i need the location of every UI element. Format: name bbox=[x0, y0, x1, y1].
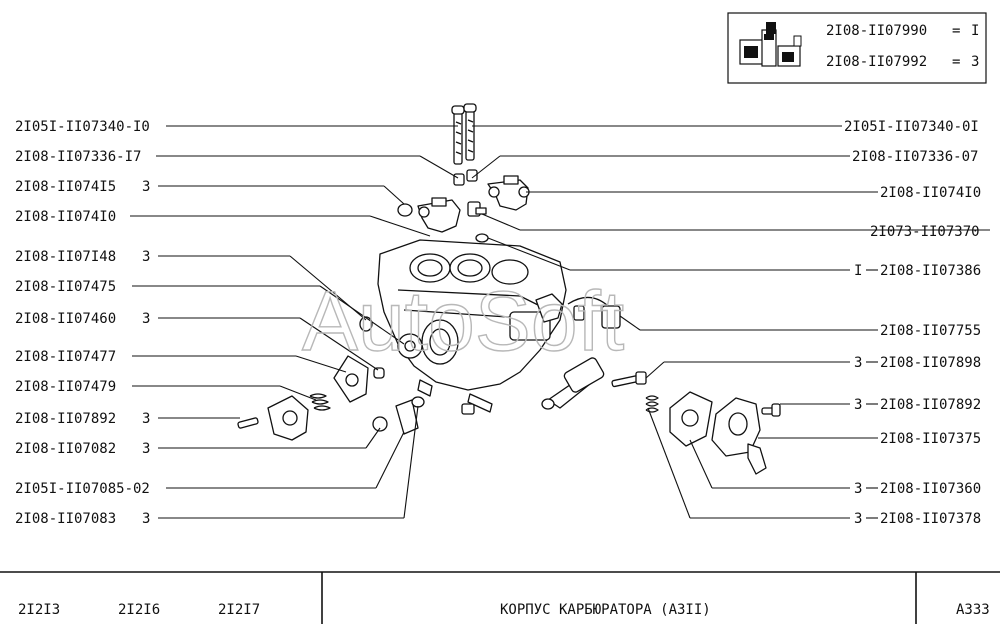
cover-07475-drawing bbox=[267, 395, 309, 441]
spring-right-drawing bbox=[645, 395, 659, 413]
callout-left-11-qty: 3 bbox=[142, 441, 150, 457]
callout-left-6: 2I08-II07475 bbox=[15, 279, 116, 295]
bushing-right bbox=[466, 169, 478, 182]
callout-right-5: 2I08-II07386 bbox=[880, 263, 981, 279]
callout-right-8-qty: 3 bbox=[854, 397, 862, 413]
callout-right-1: 2I05I-II07340-0I bbox=[844, 119, 979, 135]
callout-right-7: 2I08-II07898 bbox=[880, 355, 981, 371]
footer-page-number: А333 bbox=[956, 602, 990, 618]
screw-right-drawing bbox=[611, 371, 647, 388]
legend-value-2: 3 bbox=[971, 54, 979, 70]
footer-title: КОРПУС КАРБЮРАТОРА (А3II) bbox=[500, 602, 711, 618]
callout-right-10-qty: 3 bbox=[854, 481, 862, 497]
title-block: 2I2I3 2I2I6 2I2I7 КОРПУС КАРБЮРАТОРА (А3… bbox=[0, 571, 1000, 624]
callout-right-2: 2I08-II07336-07 bbox=[852, 149, 978, 165]
legend-value-1: I bbox=[971, 23, 979, 39]
leader-lines bbox=[130, 125, 990, 519]
callout-left-10: 2I08-II07892 bbox=[15, 411, 116, 427]
carburetor-exploded-drawing bbox=[237, 103, 781, 475]
fitting-pipe-drawing bbox=[541, 357, 605, 410]
spring-07479-drawing bbox=[309, 393, 331, 411]
spring-clip bbox=[397, 203, 413, 217]
legend-sign-2: = bbox=[952, 54, 960, 70]
footer-model-3: 2I2I7 bbox=[218, 602, 260, 618]
screw-small-right-drawing bbox=[761, 403, 781, 417]
callout-right-3: 2I08-II074I0 bbox=[880, 185, 981, 201]
callouts-left: 2I05I-II07340-I0 2I08-II07336-I7 2I08-II… bbox=[15, 119, 150, 527]
callout-right-4: 2I073-II07370 bbox=[870, 224, 980, 240]
callout-left-8: 2I08-II07477 bbox=[15, 349, 116, 365]
callout-left-13: 2I08-II07083 bbox=[15, 511, 116, 527]
callout-left-9: 2I08-II07479 bbox=[15, 379, 116, 395]
callout-right-11: 2I08-II07378 bbox=[880, 511, 981, 527]
legend-sign-1: = bbox=[952, 23, 960, 39]
legend-frame bbox=[727, 12, 987, 84]
callout-left-10-qty: 3 bbox=[142, 411, 150, 427]
callout-right-8: 2I08-II07892 bbox=[880, 397, 981, 413]
callout-right-9: 2I08-II07375 bbox=[880, 431, 981, 447]
legend-part-1: 2I08-II07990 bbox=[826, 23, 927, 39]
qty-dashes bbox=[866, 269, 878, 519]
callout-right-10: 2I08-II07360 bbox=[880, 481, 981, 497]
callout-left-2: 2I08-II07336-I7 bbox=[15, 149, 141, 165]
callout-right-11-qty: 3 bbox=[854, 511, 862, 527]
callout-left-11: 2I08-II07082 bbox=[15, 441, 116, 457]
callout-left-7-qty: 3 bbox=[142, 311, 150, 327]
callout-left-7: 2I08-II07460 bbox=[15, 311, 116, 327]
plug-07460-drawing bbox=[373, 367, 385, 379]
callout-left-5-qty: 3 bbox=[142, 249, 150, 265]
callout-left-3-qty: 3 bbox=[142, 179, 150, 195]
clamp-right bbox=[487, 175, 530, 211]
kit-package-icon bbox=[739, 22, 802, 67]
callout-right-7-qty: 3 bbox=[854, 355, 862, 371]
cover-07477-drawing bbox=[333, 355, 369, 403]
callout-left-12: 2I05I-II07085-02 bbox=[15, 481, 150, 497]
long-screws-drawing bbox=[451, 103, 477, 165]
nut-07082-drawing bbox=[372, 416, 388, 432]
watermark: AutoSoft bbox=[302, 274, 624, 368]
diaphragm-right-drawing bbox=[669, 391, 713, 447]
washer bbox=[475, 233, 489, 243]
callout-left-5: 2I08-II07I48 bbox=[15, 249, 116, 265]
callout-left-3: 2I08-II074I5 bbox=[15, 179, 116, 195]
callouts-right: 2I05I-II07340-0I 2I08-II07336-07 2I08-II… bbox=[844, 119, 981, 527]
footer-model-2: 2I2I6 bbox=[118, 602, 160, 618]
callout-left-4: 2I08-II074I0 bbox=[15, 209, 116, 225]
bushing-left bbox=[453, 173, 465, 186]
callout-right-5-qty: I bbox=[854, 263, 862, 279]
callout-left-13-qty: 3 bbox=[142, 511, 150, 527]
electrovalve-fitting bbox=[467, 201, 487, 217]
screw-07892-left-drawing bbox=[237, 417, 259, 429]
electrovalve-drawing bbox=[567, 296, 621, 329]
plate-07085-drawing bbox=[395, 396, 425, 435]
pump-cover-right-drawing bbox=[711, 397, 767, 475]
footer-model-1: 2I2I3 bbox=[18, 602, 60, 618]
callout-right-6: 2I08-II07755 bbox=[880, 323, 981, 339]
clamp-left bbox=[417, 197, 461, 233]
callout-left-1: 2I05I-II07340-I0 bbox=[15, 119, 150, 135]
carburetor-body-drawing bbox=[377, 239, 567, 415]
quantity-legend: 2I08-II07990 = I 2I08-II07992 = 3 bbox=[727, 12, 987, 84]
legend-part-2: 2I08-II07992 bbox=[826, 54, 927, 70]
